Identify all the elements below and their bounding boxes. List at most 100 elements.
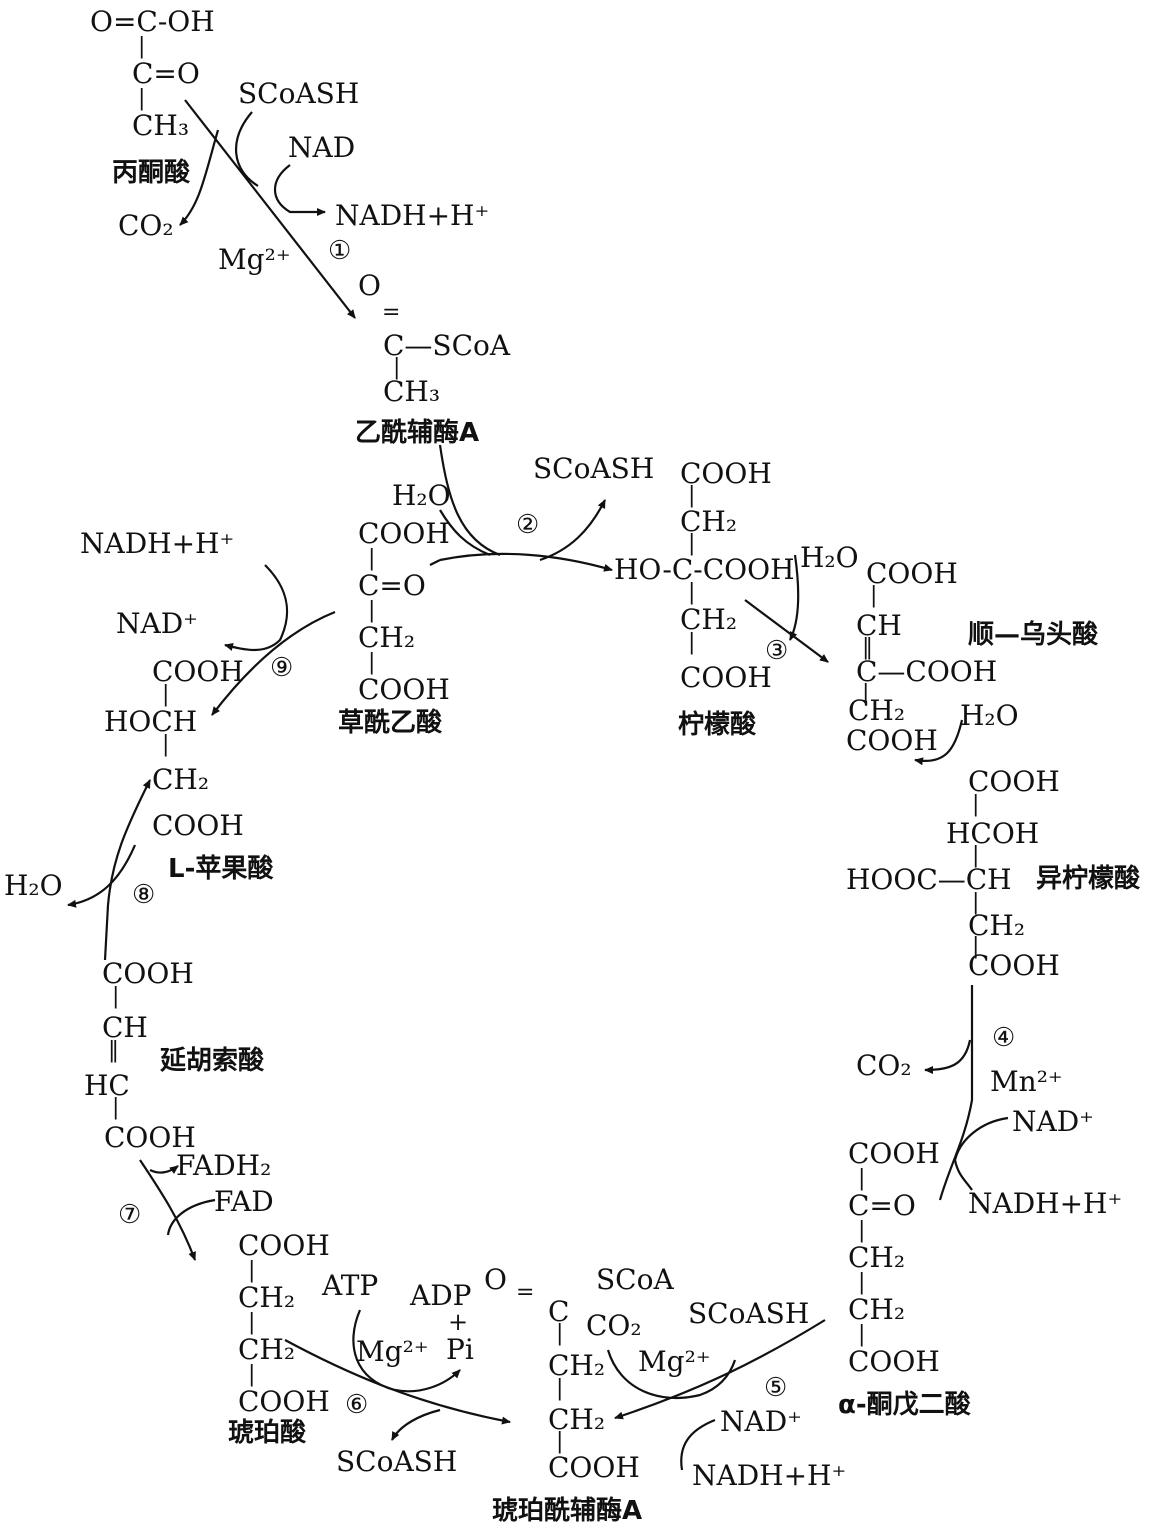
succinyl-coa-top-scoa: SCoA xyxy=(596,1263,674,1296)
step1-co2-out: CO₂ xyxy=(118,209,174,242)
pyruvate-line1: O=C-OH xyxy=(90,5,215,38)
cis-aconitate-line5: COOH xyxy=(846,724,938,757)
step1-number: ① xyxy=(328,236,352,266)
step4-main-arrow xyxy=(938,985,974,1201)
step5-coa-in: SCoASH xyxy=(688,1297,810,1330)
alpha-kg-name: α-酮戊二酸 xyxy=(838,1390,971,1420)
fumarate-line2: CH xyxy=(102,1011,148,1044)
succinate-line4: COOH xyxy=(238,1385,330,1418)
alpha-kg-line2: C=O xyxy=(848,1189,916,1222)
step7-main-arrow xyxy=(139,1159,197,1261)
cis-aconitate-line3: C—COOH xyxy=(856,655,998,688)
malate-line1: COOH xyxy=(152,655,244,688)
step5-cofactor: Mg²⁺ xyxy=(638,1345,711,1378)
malate-line2: HOCH xyxy=(104,705,198,738)
pyruvate: O=C-OH | C=O | CH₃ xyxy=(90,5,215,142)
step2-water-arrow xyxy=(439,509,491,557)
succinate-line1: COOH xyxy=(238,1229,330,1262)
succinyl-coa-double-bond: = xyxy=(516,1280,535,1305)
alpha-kg-line3: CH₂ xyxy=(848,1241,906,1274)
malate-line3: CH₂ xyxy=(152,763,210,796)
pyruvate-line2: C=O xyxy=(132,57,200,90)
succinyl-coa-line5: COOH xyxy=(548,1451,640,1484)
oxaloacetate-line4: COOH xyxy=(358,673,450,706)
pyruvate-name: 丙酮酸 xyxy=(112,158,191,188)
step7-fadh2: FADH₂ xyxy=(176,1149,272,1182)
step9-number: ⑨ xyxy=(270,653,294,683)
step1-coa-in: SCoASH xyxy=(238,77,360,110)
isocitrate-line4: CH₂ xyxy=(968,909,1026,942)
step4-co2-arrow xyxy=(924,1039,972,1074)
step2-coa-arrow xyxy=(539,499,606,562)
step1-coa-arrow xyxy=(235,111,259,187)
succinyl-coa-name: 琥珀酰辅酶A xyxy=(492,1496,643,1526)
step6-adp: ADP xyxy=(410,1279,472,1312)
malate-name: L-苹果酸 xyxy=(168,854,274,884)
step9-main-arrow xyxy=(211,610,336,716)
step6-number: ⑥ xyxy=(345,1390,369,1420)
step1-cofactor: Mg²⁺ xyxy=(218,243,291,276)
step4-nad-arrow xyxy=(953,1116,1009,1191)
step1-nadh-out: NADH+H⁺ xyxy=(335,199,490,232)
citrate-line2: CH₂ xyxy=(680,505,738,538)
alpha-kg-line5: COOH xyxy=(848,1345,940,1378)
step1-nad-in: NAD xyxy=(288,131,356,164)
isocitrate-line3: HOOC—CH xyxy=(846,863,1012,896)
step8-water-arrow xyxy=(67,844,137,908)
cis-aconitate-line2: CH xyxy=(856,609,902,642)
step3-water-arrow xyxy=(789,554,800,641)
step2-main-arrow xyxy=(439,552,613,572)
pyruvate-line3: CH₃ xyxy=(132,109,190,142)
step5-co2-arrow xyxy=(606,1349,737,1400)
oxaloacetate-line1: COOH xyxy=(358,517,450,550)
step7-number: ⑦ xyxy=(118,1200,142,1230)
step6-coa-arrow xyxy=(391,1408,441,1441)
acetyl-coa-top-o: O xyxy=(358,269,381,302)
isocitrate-line5: COOH xyxy=(968,949,1060,982)
step7-fad: FAD xyxy=(214,1185,274,1218)
citrate-line3: HO-C-COOH xyxy=(614,553,795,586)
step8-number: ⑧ xyxy=(132,880,156,910)
step5-number: ⑤ xyxy=(764,1373,788,1403)
step7-fad-arrow xyxy=(166,1198,216,1236)
acetyl-coa-name: 乙酰辅酶A xyxy=(355,418,480,448)
fumarate-line1: COOH xyxy=(102,957,194,990)
step1-main-arrow xyxy=(184,99,356,319)
step5-nad-arrow xyxy=(680,1418,716,1471)
step1-nad-arrow xyxy=(274,164,326,216)
oxaloacetate-line2: C=O xyxy=(358,569,426,602)
step4-nad-in: NAD⁺ xyxy=(1012,1105,1094,1138)
alpha-ketoglutarate: COOH | C=O | CH₂ | CH₂ | COOH xyxy=(848,1137,940,1378)
isocitrate-name: 异柠檬酸 xyxy=(1036,864,1141,894)
citrate-line5: COOH xyxy=(680,661,772,694)
step2-coa-out: SCoASH xyxy=(533,452,655,485)
oxaloacetate-name: 草酰乙酸 xyxy=(338,708,443,738)
step6-plus: + xyxy=(448,1308,469,1336)
step6-atp-arrow xyxy=(352,1309,461,1393)
cis-aconitate-name: 顺—乌头酸 xyxy=(968,620,1099,650)
step3-number: ③ xyxy=(765,636,789,666)
step4-nadh-out: NADH+H⁺ xyxy=(968,1187,1123,1220)
step6-coa-out: SCoASH xyxy=(336,1445,458,1478)
step9-nad-arrow xyxy=(224,564,289,652)
succinyl-coa-top-o: O xyxy=(484,1263,507,1296)
step1-co2-arrow xyxy=(179,129,220,226)
step5-nad-in: NAD⁺ xyxy=(720,1405,802,1438)
succinate: COOH | CH₂ | CH₂ | COOH xyxy=(238,1229,330,1418)
acetyl-coa-line3: CH₃ xyxy=(383,375,441,408)
citrate-name: 柠檬酸 xyxy=(678,710,757,740)
step9-nad-in: NAD⁺ xyxy=(116,607,198,640)
isocitrate-line1: COOH xyxy=(968,765,1060,798)
fumarate-line4: COOH xyxy=(104,1121,196,1154)
step2-number: ② xyxy=(516,510,540,540)
step8-water-in: H₂O xyxy=(4,869,63,902)
step3-main-arrow xyxy=(744,599,829,663)
succinyl-coa-line4: CH₂ xyxy=(548,1403,606,1436)
step9-nadh-out: NADH+H⁺ xyxy=(80,527,235,560)
step7-fadh2-arrow xyxy=(149,1165,179,1174)
citrate-line1: COOH xyxy=(680,457,772,490)
oaa-link xyxy=(429,559,441,566)
succinyl-coa-line3: CH₂ xyxy=(548,1349,606,1382)
